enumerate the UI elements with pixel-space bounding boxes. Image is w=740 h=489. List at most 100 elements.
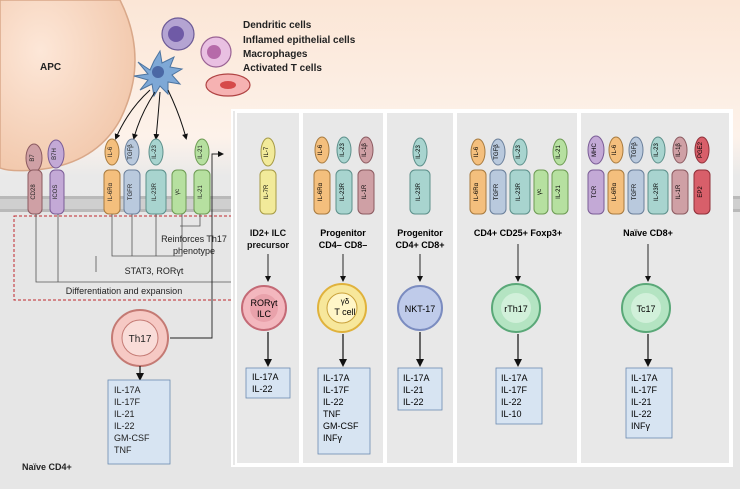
svg-text:rTh17: rTh17 xyxy=(504,304,528,314)
ligand-tgfb: TGFβ xyxy=(124,138,140,166)
ilc-cell: RORγt ILC xyxy=(241,285,287,331)
svg-text:IL-21: IL-21 xyxy=(631,397,652,407)
svg-text:GM-CSF: GM-CSF xyxy=(114,433,150,443)
svg-text:γc: γc xyxy=(175,189,181,195)
svg-text:IL-17A: IL-17A xyxy=(631,373,658,383)
svg-text:B7H: B7H xyxy=(52,148,58,160)
svg-text:IL-21: IL-21 xyxy=(198,145,204,159)
receptor-il6ra: IL-6Rα xyxy=(103,169,121,215)
svg-text:TNF: TNF xyxy=(323,409,341,419)
svg-text:IL-17A: IL-17A xyxy=(501,373,528,383)
svg-text:IL-23: IL-23 xyxy=(654,143,660,157)
ligand-il23-p2: IL-23 xyxy=(336,136,352,164)
svg-text:CD28: CD28 xyxy=(31,184,37,200)
th17-cytokine-box: IL-17A IL-17F IL-21 IL-22 GM-CSF TNF xyxy=(107,379,171,465)
svg-text:TGFR: TGFR xyxy=(494,183,500,200)
svg-text:IL-23R: IL-23R xyxy=(654,182,660,201)
receptor-il7r: IL-7R xyxy=(259,169,277,215)
gamma-delta-cell: γδ T cell xyxy=(317,283,367,333)
receptor-cd28: CD28 xyxy=(27,169,43,215)
svg-text:IL-6Rα: IL-6Rα xyxy=(612,182,618,201)
panel-nkt17: IL-23 IL-23R Progenitor CD4+ CD8+ NKT-17… xyxy=(385,111,455,465)
svg-text:IL-21: IL-21 xyxy=(556,145,562,159)
ligand-b7: B7 xyxy=(25,143,43,173)
ligand-il23-p4: IL-23 xyxy=(512,138,528,166)
svg-text:IL-7R: IL-7R xyxy=(264,184,270,199)
svg-text:TCR: TCR xyxy=(592,185,598,198)
receptor-il23r-p5: IL-23R xyxy=(647,169,669,215)
svg-text:IL-21: IL-21 xyxy=(556,185,562,199)
svg-text:γδ: γδ xyxy=(341,297,350,306)
apc-type-epithelial: Inflamed epithelial cells xyxy=(243,35,356,46)
svg-text:IL-10: IL-10 xyxy=(501,409,522,419)
signal-stat3: STAT3, RORγt xyxy=(125,266,184,276)
apc-arrows xyxy=(114,89,188,140)
svg-text:IL-17F: IL-17F xyxy=(114,397,141,407)
receptor-il21: IL-21 xyxy=(193,169,211,215)
svg-text:IL-1R: IL-1R xyxy=(362,184,368,199)
svg-text:MHC: MHC xyxy=(592,143,598,157)
receptor-il6ra-p4: IL-6Rα xyxy=(469,169,487,215)
receptor-il6ra-p5: IL-6Rα xyxy=(607,169,625,215)
svg-text:IL-21: IL-21 xyxy=(403,385,424,395)
tc17-cell: Tc17 xyxy=(621,283,671,333)
svg-text:RORγt: RORγt xyxy=(251,298,278,308)
receptor-il1r-p5: IL-1R xyxy=(671,169,689,215)
svg-text:CD4+ CD25+ Foxp3+: CD4+ CD25+ Foxp3+ xyxy=(474,228,562,238)
svg-text:IL-6Rα: IL-6Rα xyxy=(108,182,114,201)
svg-text:precursor: precursor xyxy=(247,240,290,250)
svg-text:Progenitor: Progenitor xyxy=(397,228,443,238)
panel-ilc: IL-7 IL-7R ID2+ ILC precursor RORγt ILC … xyxy=(235,111,301,465)
apc-type-activated-t: Activated T cells xyxy=(243,63,322,74)
receptor-il6ra-p2: IL-6Rα xyxy=(313,169,331,215)
feedback-arrow xyxy=(170,151,224,339)
svg-text:IL-1β: IL-1β xyxy=(676,143,682,157)
ligand-il1b-p2: IL-1β xyxy=(358,136,374,164)
rth17-cell: rTh17 xyxy=(491,283,541,333)
svg-text:IL-23: IL-23 xyxy=(516,145,522,159)
svg-text:IL-22: IL-22 xyxy=(323,397,344,407)
apc-cell: APC xyxy=(0,0,136,172)
signal-reinforces: Reinforces Th17 xyxy=(161,234,227,244)
ligand-il1b-p5: IL-1β xyxy=(672,136,688,164)
svg-text:INFγ: INFγ xyxy=(631,421,650,431)
receptor-il1r-p2: IL-1R xyxy=(357,169,375,215)
left-ligands: B7 B7H IL-6 TGFβ IL-23 IL-21 xyxy=(25,138,210,173)
receptor-il21-p4: IL-21 xyxy=(551,169,569,215)
svg-text:Tc17: Tc17 xyxy=(636,304,655,314)
svg-text:IL-22: IL-22 xyxy=(501,397,522,407)
ligand-il23-p3: IL-23 xyxy=(412,137,428,167)
svg-text:IL-17F: IL-17F xyxy=(631,385,658,395)
svg-text:IL-7: IL-7 xyxy=(264,146,270,157)
svg-text:IL-23: IL-23 xyxy=(340,143,346,157)
svg-text:IL-6: IL-6 xyxy=(318,144,324,155)
svg-text:TNF: TNF xyxy=(114,445,132,455)
receptor-tcr: TCR xyxy=(587,169,605,215)
svg-text:TGFR: TGFR xyxy=(632,183,638,200)
svg-text:T cell: T cell xyxy=(334,307,355,317)
svg-text:IL-21: IL-21 xyxy=(114,409,135,419)
svg-text:Progenitor: Progenitor xyxy=(320,228,366,238)
apc-label: APC xyxy=(40,62,61,73)
apc-type-macrophages: Macrophages xyxy=(243,49,308,60)
receptor-icos: ICOS xyxy=(49,169,65,215)
svg-text:IL-22: IL-22 xyxy=(114,421,135,431)
svg-text:γc: γc xyxy=(537,189,543,195)
svg-text:IL-22: IL-22 xyxy=(631,409,652,419)
svg-text:IL-23R: IL-23R xyxy=(152,182,158,201)
ligand-tgfb-p4: TGFβ xyxy=(490,138,506,166)
svg-text:IL-6: IL-6 xyxy=(108,146,114,157)
svg-text:IL-23R: IL-23R xyxy=(416,182,422,201)
ligand-mhc: MHC xyxy=(587,135,605,165)
signaling-lines xyxy=(35,214,246,283)
svg-text:IL-6: IL-6 xyxy=(612,144,618,155)
svg-text:ILC: ILC xyxy=(257,309,272,319)
svg-text:IL-17F: IL-17F xyxy=(501,385,528,395)
apc-cell-icons: Dendritic cells Inflamed epithelial cell… xyxy=(133,17,356,98)
svg-text:IL-17A: IL-17A xyxy=(323,373,350,383)
signal-phenotype: phenotype xyxy=(173,246,215,256)
svg-text:TGFβ: TGFβ xyxy=(128,144,134,160)
svg-text:IL-6: IL-6 xyxy=(474,146,480,157)
ligand-il6-p5: IL-6 xyxy=(608,136,624,164)
receptor-il23r-p2: IL-23R xyxy=(335,169,353,215)
